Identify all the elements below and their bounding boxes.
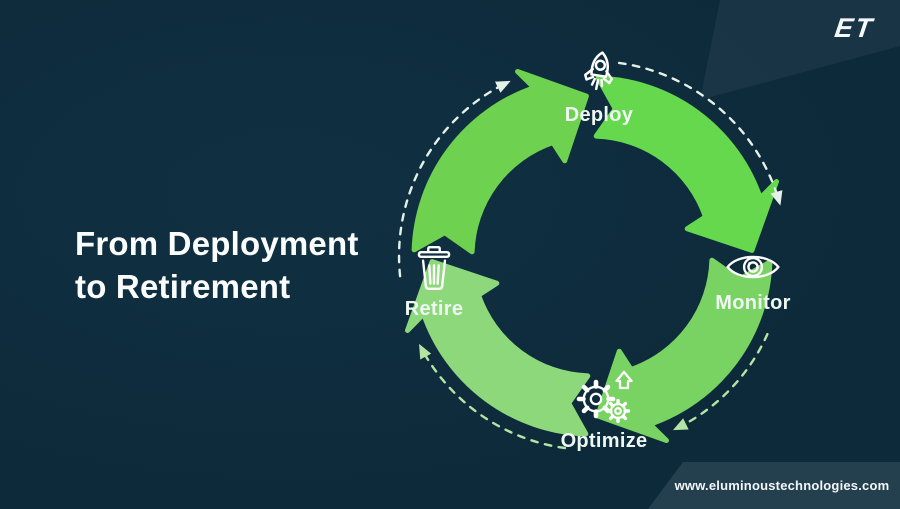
stage-label-retire: Retire (404, 298, 464, 320)
dashed-guide-deploy-to-monitor (617, 61, 783, 206)
trash-icon (417, 246, 451, 290)
dashed-guide-monitor-to-optimize (672, 332, 769, 431)
rocket-icon (584, 51, 614, 91)
stage-optimize: Optimize (546, 368, 662, 453)
stage-label-optimize: Optimize (560, 430, 648, 452)
website-url: www.eluminoustechnologies.com (674, 478, 890, 493)
eye-icon (726, 255, 780, 279)
stage-retire: Retire (386, 242, 482, 321)
page-title: From Deployment to Retirement (75, 222, 359, 308)
footer-panel: www.eluminoustechnologies.com (648, 462, 900, 509)
stage-monitor: Monitor (698, 246, 808, 315)
page-title-line-2: to Retirement (75, 268, 291, 305)
dashed-guide-retire-to-deploy (397, 80, 511, 278)
dashed-guide-optimize-to-retire (419, 343, 567, 450)
stage-label-deploy: Deploy (564, 104, 634, 126)
gears-up-arrow-icon (576, 370, 633, 424)
stage-label-monitor: Monitor (715, 292, 791, 314)
stage-deploy: Deploy (545, 48, 653, 127)
page-title-line-1: From Deployment (75, 225, 359, 262)
